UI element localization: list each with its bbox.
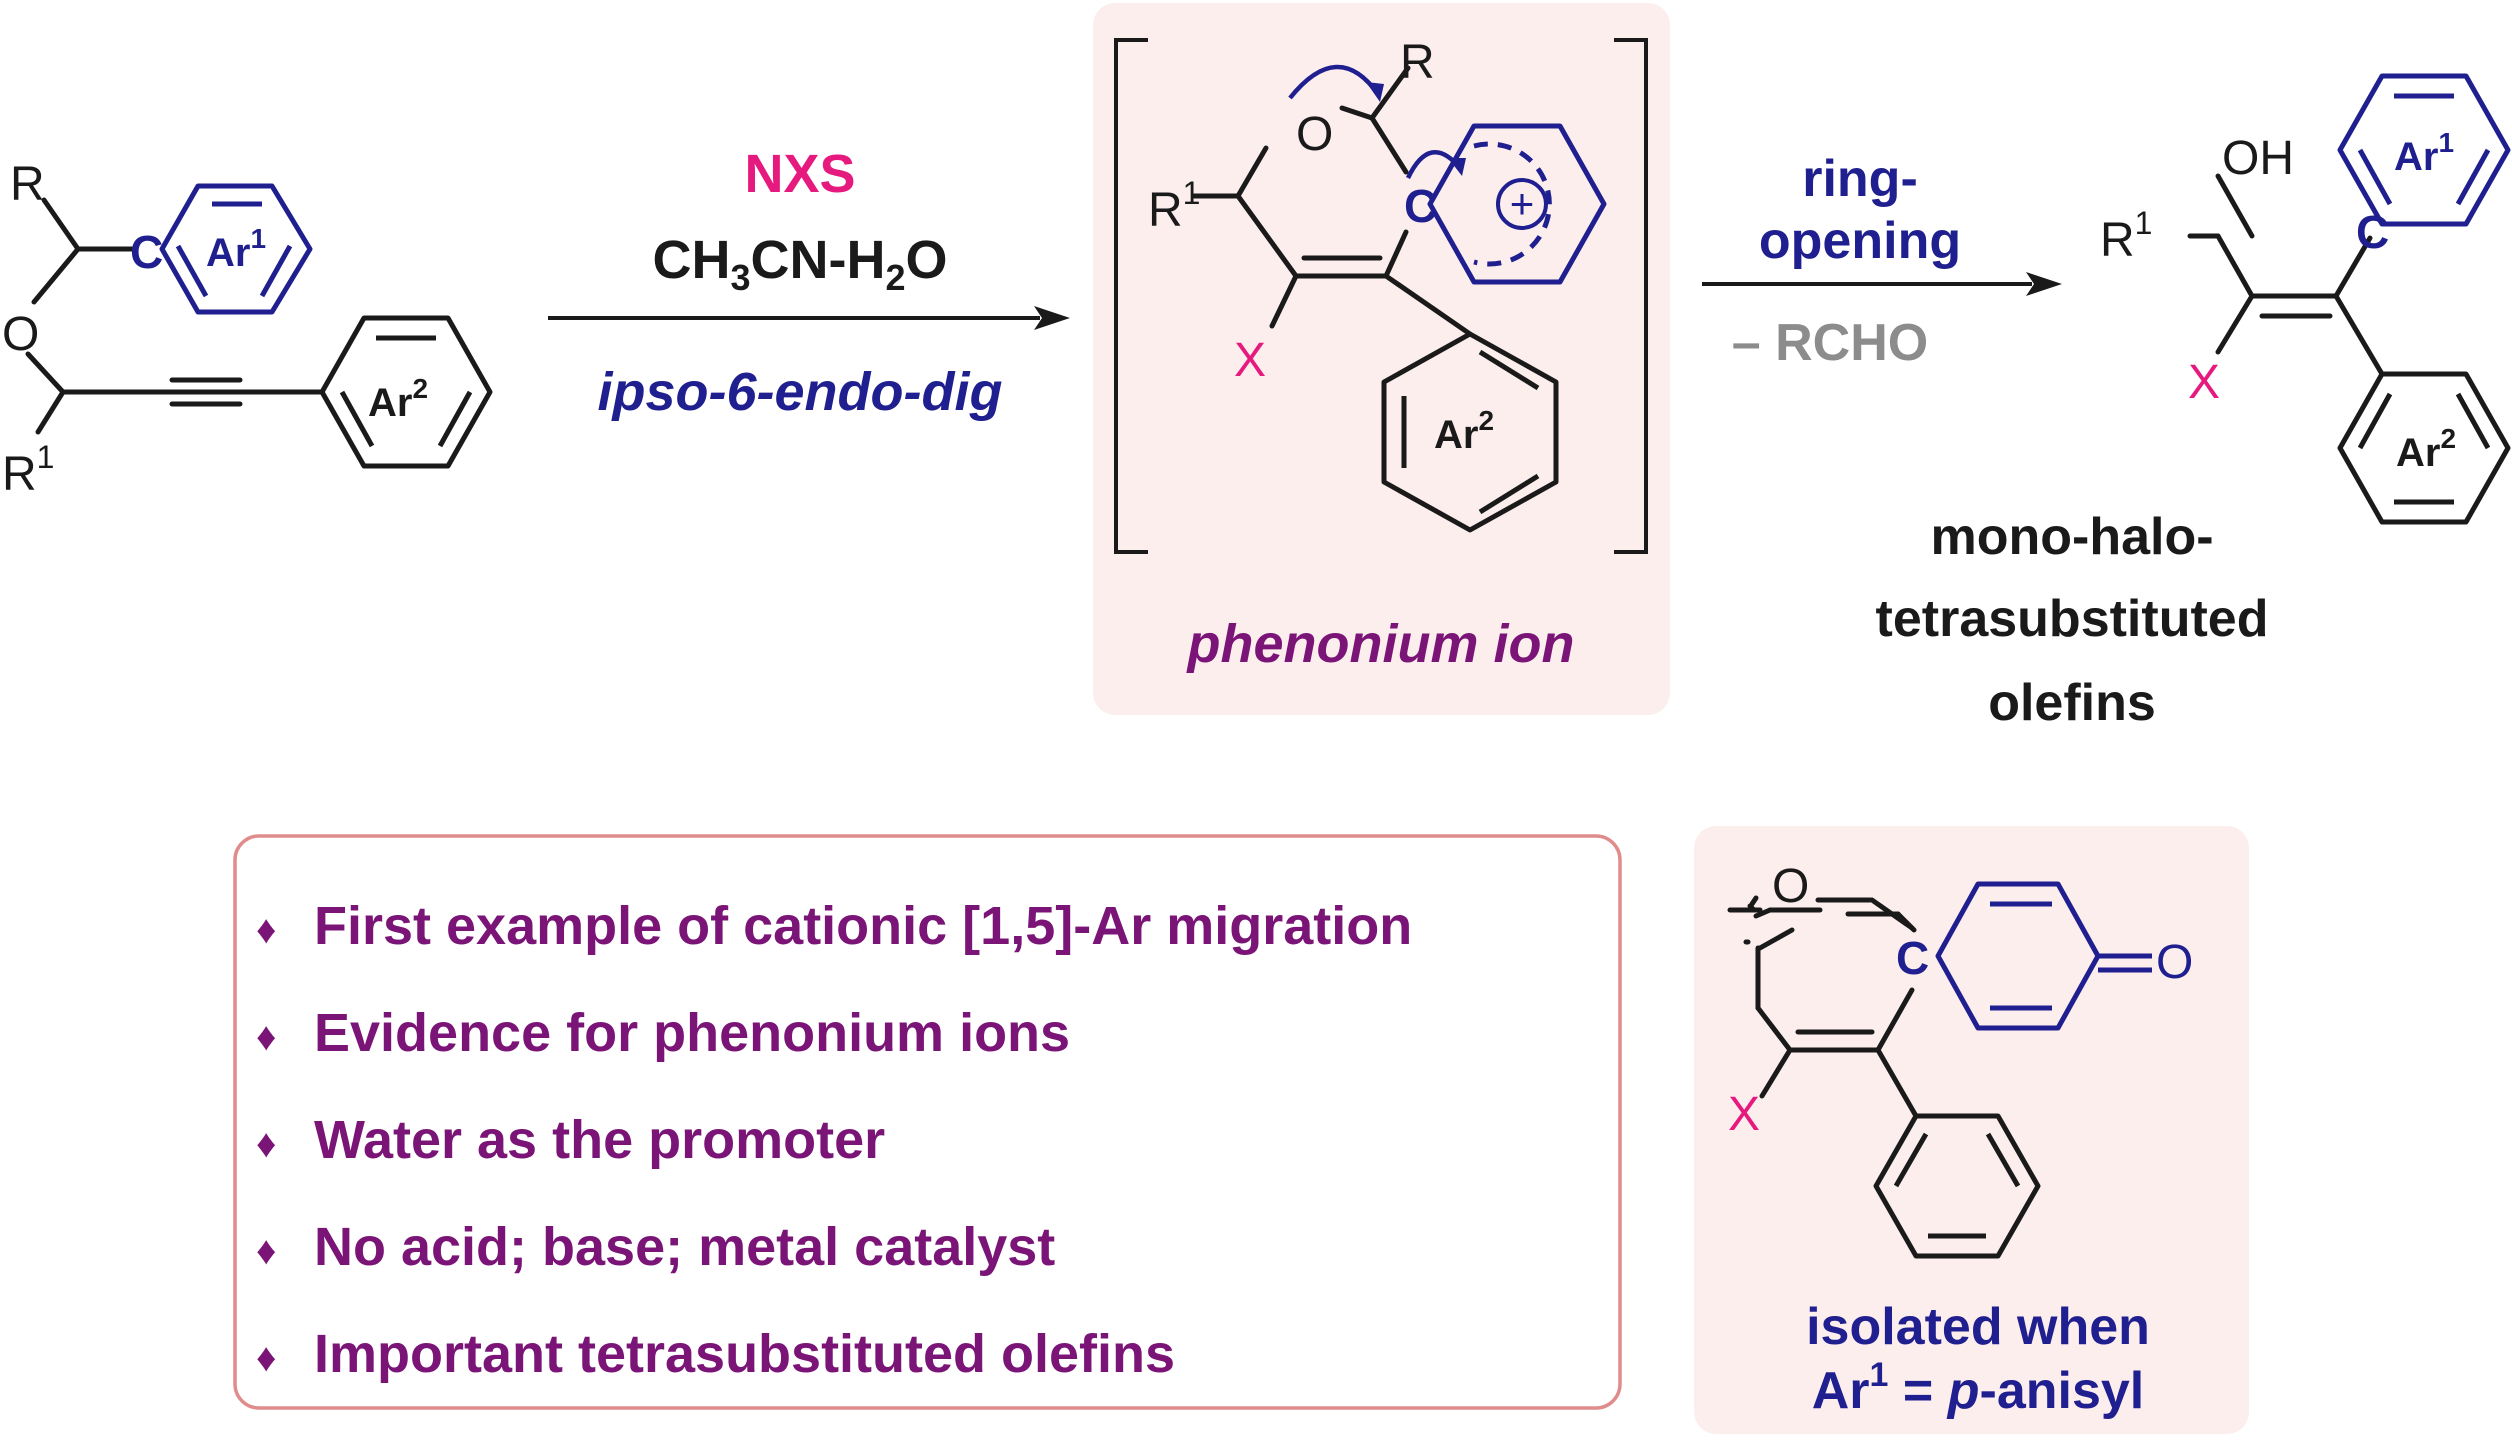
intermediate-spiro-c: C (1404, 180, 1437, 232)
isolated-spiro-c: C (1896, 932, 1929, 984)
product-x: X (2188, 356, 2220, 409)
reactant-o: O (2, 308, 39, 361)
product-ar2-label: Ar2 (2396, 423, 2456, 475)
reactant-r1: R1 (2, 439, 54, 501)
isolated-caption-line2: Ar1 = p-anisyl (1812, 1356, 2144, 1420)
phenonium-caption: phenonium ion (1186, 614, 1575, 674)
ar1-ring (159, 183, 313, 315)
isolated-o-ring: O (1772, 860, 1809, 913)
list-item: ♦ Water as the promoter (256, 1110, 885, 1170)
highlight-text: Important tetrasubstituted olefins (314, 1324, 1175, 1384)
intermediate-o: O (1296, 108, 1333, 161)
intermediate-brackets (1114, 38, 1648, 554)
reagent-nxs: NXS (744, 144, 855, 204)
isolated-o-ketone: O (2156, 936, 2193, 989)
product-label-line3: olefins (1988, 674, 2156, 732)
isolated-pyran-ring (1743, 911, 1919, 1119)
ar2-ring-intermediate (1381, 331, 1559, 533)
bullet-icon: ♦ (256, 908, 276, 952)
product-ipso-c: C (2356, 206, 2389, 258)
intermediate-x: X (1234, 334, 1266, 387)
bullet-icon: ♦ (256, 1336, 276, 1380)
reaction-arrow-1 (548, 306, 1070, 330)
reaction-arrow-2 (1702, 272, 2062, 296)
product-oh: OH (2222, 132, 2294, 185)
list-item: ♦ Important tetrasubstituted olefins (256, 1324, 1175, 1384)
product-label-line1: mono-halo- (1930, 508, 2213, 566)
solvent: CH3CN-H2O (652, 230, 947, 298)
intermediate-r: R (1400, 36, 1435, 89)
list-item: ♦ Evidence for phenonium ions (256, 1003, 1070, 1063)
reactant-structure (25, 197, 325, 435)
highlights-panel (233, 834, 1622, 1410)
intermediate-r1: R1 (1148, 175, 1200, 237)
byproduct-rchO: – RCHO (1732, 314, 1928, 372)
cyclization-mode: ipso-6-endo-dig (598, 362, 1003, 422)
highlight-text: First example of cationic [1,5]-Ar migra… (314, 896, 1412, 956)
product-ar1-label: Ar1 (2394, 127, 2454, 179)
bullet-icon: ♦ (256, 1229, 276, 1273)
reactant-ar2-label: Ar2 (368, 373, 428, 425)
reactant-ar1-label: Ar1 (206, 223, 266, 275)
ar1-ring-product (2337, 73, 2511, 227)
list-item: ♦ First example of cationic [1,5]-Ar mig… (256, 896, 1412, 956)
reactant-r: R (10, 158, 45, 211)
positive-charge: + (1510, 180, 1535, 227)
highlights-list: ♦ First example of cationic [1,5]-Ar mig… (256, 896, 1412, 1384)
isolated-caption-line1: isolated when (1806, 1298, 2150, 1356)
product-r1: R1 (2100, 205, 2152, 267)
intermediate-panel (1093, 3, 1670, 715)
product-label-line2: tetrasubstituted (1876, 590, 2269, 648)
reactant-ipso-c: C (130, 226, 163, 278)
highlight-text: Evidence for phenonium ions (314, 1003, 1070, 1063)
isolated-x: X (1728, 1088, 1760, 1141)
ring-opening-line2: opening (1759, 212, 1961, 270)
bullet-icon: ♦ (256, 1015, 276, 1059)
ar2-ring-product (2337, 371, 2511, 525)
isolated-panel (1694, 826, 2249, 1434)
cationic-ring (1427, 123, 1607, 285)
highlight-text: No acid; base; metal catalyst (314, 1217, 1055, 1277)
intermediate-ar2-label: Ar2 (1434, 405, 1494, 457)
isolated-phenyl-ring (1873, 1113, 2041, 1259)
cyclohexadienone-ring (1935, 881, 2152, 1031)
ring-opening-line1: ring- (1802, 150, 1918, 208)
highlight-text: Water as the promoter (314, 1110, 885, 1170)
list-item: ♦ No acid; base; metal catalyst (256, 1217, 1055, 1277)
intermediate-structure (1191, 65, 1473, 337)
bullet-icon: ♦ (256, 1122, 276, 1166)
ar2-ring-reactant (319, 315, 493, 469)
product-structure (2187, 173, 2385, 377)
